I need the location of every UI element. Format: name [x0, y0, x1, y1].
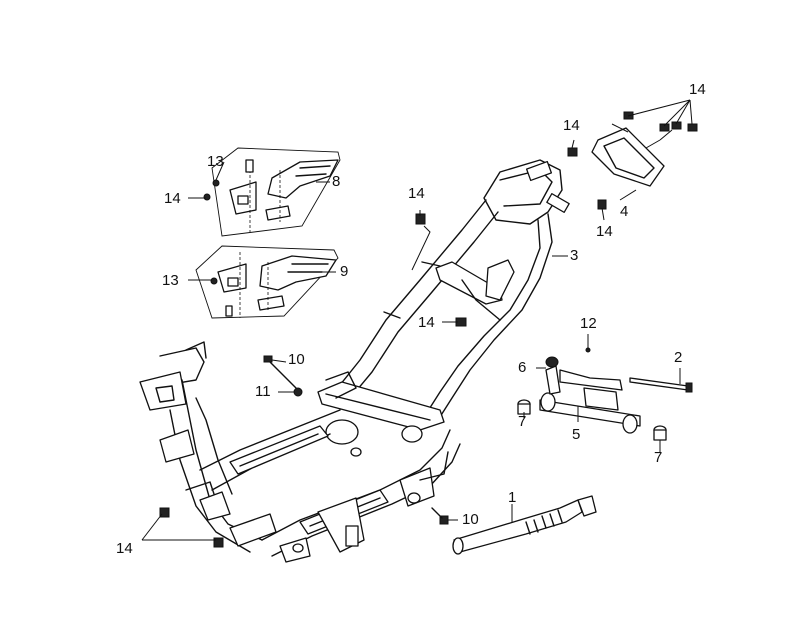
- callout-12: 12: [580, 315, 597, 332]
- part-8-footrest: [203, 147, 341, 237]
- part-12-bolt: [585, 334, 591, 353]
- callout-2: 2: [674, 349, 683, 366]
- callout-14-f: 14: [116, 540, 133, 557]
- callout-6: 6: [518, 359, 527, 376]
- part-4-bracket: [591, 123, 673, 187]
- callout-9: 9: [340, 263, 349, 280]
- callout-11: 11: [255, 383, 271, 400]
- leader-lines: [141, 99, 693, 541]
- part-6-spring: [545, 356, 559, 368]
- callout-5: 5: [572, 426, 581, 443]
- callout-7-b: 7: [654, 449, 663, 466]
- callout-8: 8: [332, 173, 341, 190]
- callout-7-a: 7: [518, 413, 527, 430]
- callout-14-d: 14: [596, 223, 613, 240]
- callout-14-a: 14: [563, 117, 580, 134]
- main-frame: [139, 159, 570, 563]
- callout-4: 4: [620, 203, 629, 220]
- callout-13-a: 13: [207, 153, 224, 170]
- callout-10-b: 10: [462, 511, 479, 528]
- callout-1: 1: [508, 489, 517, 506]
- part-10-11-bolts: [263, 355, 449, 525]
- callout-3: 3: [570, 247, 579, 264]
- callout-14-b: 14: [164, 190, 181, 207]
- callout-14-e: 14: [418, 314, 435, 331]
- part-2-pivot-bolt: [629, 377, 693, 393]
- part-9-footrest: [195, 245, 339, 319]
- part-1-hose: [452, 495, 597, 555]
- part-5-stand: [517, 365, 667, 441]
- callout-14-top: 14: [689, 81, 706, 98]
- callout-13-b: 13: [162, 272, 179, 289]
- callout-10-a: 10: [288, 351, 305, 368]
- callout-14-c: 14: [408, 185, 425, 202]
